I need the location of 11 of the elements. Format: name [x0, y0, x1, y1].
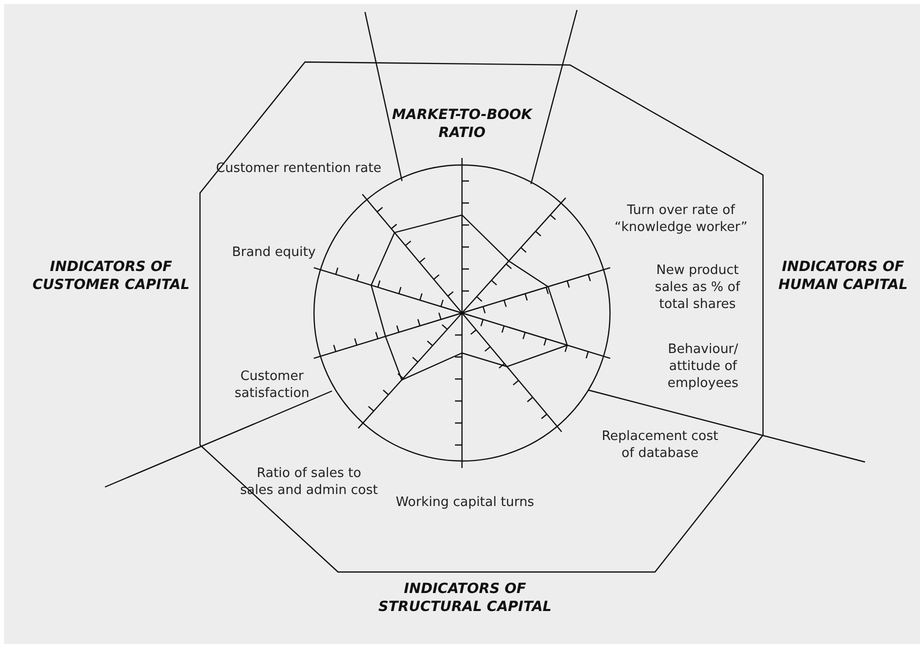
axis-label: Behaviour/ attitude of employees — [666, 341, 740, 392]
axis-label: Replacement cost of database — [600, 428, 720, 462]
axis-label: Customer satisfaction — [234, 368, 310, 402]
axis-label: Turn over rate of “knowledge worker” — [614, 202, 748, 236]
section-heading: INDICATORS OF STRUCTURAL CAPITAL — [377, 580, 553, 616]
axis-label: Brand equity — [232, 244, 317, 261]
axis-label: Working capital turns — [394, 494, 536, 511]
section-heading: INDICATORS OF CUSTOMER CAPITAL — [31, 258, 191, 294]
section-heading: MARKET-TO-BOOK RATIO — [390, 106, 534, 142]
axis-label: New product sales as % of total shares — [654, 262, 742, 313]
section-heading: INDICATORS OF HUMAN CAPITAL — [777, 258, 909, 294]
